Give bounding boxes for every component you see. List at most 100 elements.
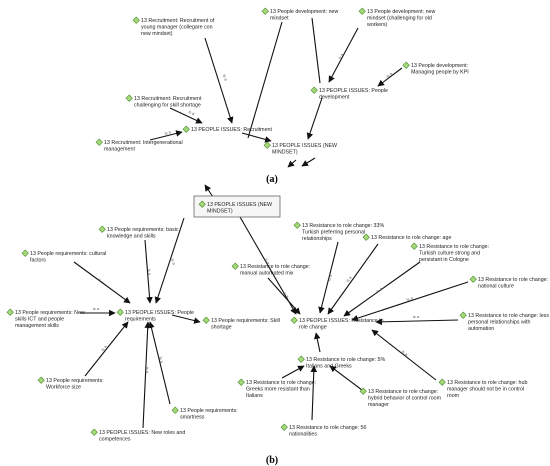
node-label-line: 13 People development: bbox=[411, 63, 468, 69]
node-panel-b-rrc-age[interactable]: 13 Resistance to role change: age bbox=[371, 235, 451, 241]
node-diamond-icon bbox=[116, 308, 124, 316]
node-panel-b-rrc-greeks[interactable]: 13 Resistance to role change:Greeks more… bbox=[246, 380, 316, 399]
node-label-line: 13 Resistance to role change: hub bbox=[447, 380, 527, 386]
node-label-line: 13 Resistance to role change: 56 bbox=[289, 425, 366, 431]
edge-arrow bbox=[235, 209, 297, 315]
node-diamond-icon bbox=[171, 406, 179, 414]
node-panel-b-pr-smartness[interactable]: 13 People requirements:smartness bbox=[180, 408, 238, 421]
node-label-line: 13 Resistance to role change: bbox=[246, 380, 316, 386]
edge-arrow bbox=[142, 321, 152, 429]
edge-arrow bbox=[241, 132, 272, 143]
edge-arrow bbox=[148, 321, 171, 405]
node-diamond-icon bbox=[359, 387, 367, 395]
node-label-line: 13 Recruitment: Intergenerational bbox=[104, 140, 183, 146]
node-label-line: 13 PEOPLE ISSUES: Resistance to bbox=[299, 318, 384, 324]
edge-arrow bbox=[73, 261, 131, 304]
node-panel-b-rrc-national[interactable]: 13 Resistance to role change:national cu… bbox=[478, 277, 548, 290]
node-label-line: manual automated mix bbox=[240, 271, 294, 277]
node-diamond-icon bbox=[297, 355, 305, 363]
edge-arrow bbox=[343, 261, 421, 317]
node-panel-b-rrc-hybrid[interactable]: 13 Resistance to role change:hybrid beha… bbox=[368, 389, 442, 408]
node-label-line: young manager (collegare con bbox=[141, 25, 213, 31]
node-panel-b-rrc-manual[interactable]: 13 Resistance to role change:manual auto… bbox=[240, 264, 310, 277]
node-label-line: Italians and Greeks bbox=[306, 364, 352, 370]
node-label: 13 Resistance to role change:Greeks more… bbox=[246, 380, 316, 399]
node-diamond-icon bbox=[37, 376, 45, 384]
node-label-line: management bbox=[104, 147, 135, 153]
node-diamond-icon bbox=[459, 311, 467, 319]
node-diamond-icon bbox=[410, 242, 418, 250]
node-panel-a-pi-recruitment[interactable]: 13 PEOPLE ISSUES: Recruitment bbox=[191, 127, 272, 133]
node-label-line: 13 People development: new bbox=[270, 9, 338, 15]
node-label-line: smartness bbox=[180, 415, 205, 421]
node-label-line: 13 Resistance to role change: 5% bbox=[306, 357, 385, 363]
node-label-line: 13 PEOPLE ISSUES: People bbox=[319, 88, 388, 94]
node-panel-b-rrc-33[interactable]: 13 Resistance to role change: 33%Turkish… bbox=[302, 223, 384, 242]
panel-a-label: (a) bbox=[266, 174, 278, 185]
node-label-line: development bbox=[319, 95, 350, 101]
edge-label: is a bbox=[345, 275, 353, 284]
node-label-line: manager should not be in control bbox=[447, 387, 524, 393]
node-label-line: manager bbox=[368, 402, 389, 408]
node-panel-b-rrc-turkish[interactable]: 13 Resistance to role change:Turkish cul… bbox=[419, 244, 489, 263]
node-label-line: 13 Resistance to role change: bbox=[478, 277, 548, 283]
node-label: 13 Resistance to role change:national cu… bbox=[478, 277, 548, 290]
node-label-line: 13 People requirements: bbox=[46, 378, 104, 384]
node-diamond-icon bbox=[237, 378, 245, 386]
node-diamond-icon bbox=[438, 378, 446, 386]
node-label-line: personal relationships with bbox=[468, 320, 530, 326]
node-panel-b-pr-workforce[interactable]: 13 People requirements:Workforce size bbox=[46, 378, 104, 391]
edge-label: is a bbox=[164, 129, 172, 136]
node-diamond-icon bbox=[402, 61, 410, 69]
node-label-line: 13 People development: new bbox=[367, 9, 435, 15]
node-diamond-icon bbox=[469, 275, 477, 283]
node-label: 13 Resistance to role change:Turkish cul… bbox=[419, 244, 489, 263]
edge-label: is a bbox=[264, 257, 272, 266]
edge-arrow bbox=[377, 67, 403, 87]
node-panel-a-pd-kpi[interactable]: 13 People development:Managing people by… bbox=[411, 63, 469, 76]
edge-arrow bbox=[327, 243, 379, 315]
edge-label: is a bbox=[222, 74, 229, 82]
node-diamond-icon bbox=[310, 86, 318, 94]
edge-arrow bbox=[169, 107, 203, 124]
edge-arrow bbox=[351, 281, 469, 322]
node-label-line: 13 People requirements: bbox=[180, 408, 238, 414]
node-label-line: automation bbox=[468, 326, 494, 332]
node-label-line: persistant in Cologne bbox=[419, 257, 469, 263]
node-panel-b-rrc-5pct[interactable]: 13 Resistance to role change: 5%Italians… bbox=[306, 357, 385, 370]
node-label-line: national culture bbox=[478, 284, 514, 290]
node-label-line: 13 Recruitment: Recruitment of bbox=[141, 18, 215, 24]
node-diamond-icon bbox=[6, 308, 14, 316]
node-label-line: workers) bbox=[367, 22, 388, 28]
edge-arrow bbox=[281, 365, 305, 379]
edge-arrow bbox=[144, 239, 153, 304]
node-label-line: 13 Resistance to role change: age bbox=[371, 235, 451, 241]
node-label-line: challenging for skill shortage bbox=[134, 103, 201, 109]
edge-label: is a bbox=[385, 70, 394, 78]
edge-arrow bbox=[311, 17, 321, 84]
